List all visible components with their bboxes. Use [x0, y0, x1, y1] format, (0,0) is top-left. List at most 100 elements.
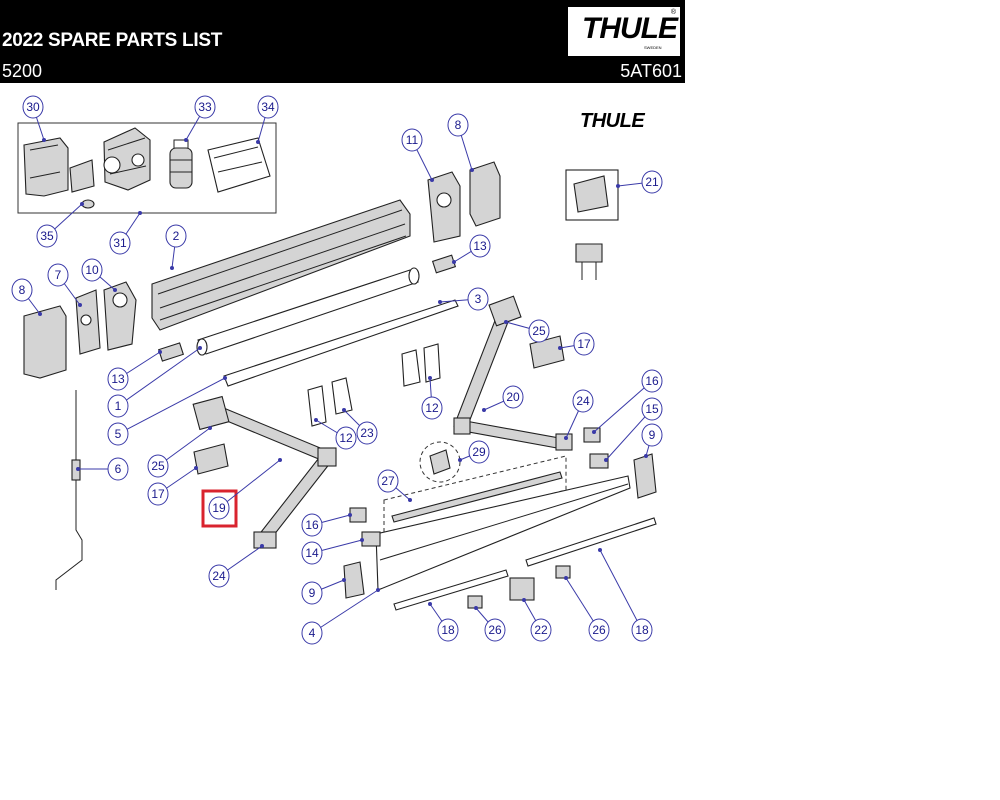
callout-leader-dot — [604, 458, 608, 462]
part-number-label-15: 15 — [645, 402, 659, 416]
callout-bubble — [447, 113, 469, 137]
callout-leader-dot — [342, 408, 346, 412]
part-8-left-endcap — [23, 305, 67, 379]
part-number-label-6: 6 — [115, 462, 122, 476]
callout-bubble — [147, 454, 169, 478]
callout-part-2-1: 2 — [165, 224, 187, 270]
part-number-label-4: 4 — [309, 626, 316, 640]
callout-leader-dot — [80, 202, 84, 206]
part-17-right-cover — [529, 335, 565, 369]
callout-bubble — [467, 287, 489, 311]
callout-bubble — [47, 263, 69, 287]
callout-bubble — [301, 513, 323, 537]
callout-bubble — [11, 278, 33, 302]
part-18-tension-bar-right — [525, 517, 657, 567]
part-35-bracket — [69, 159, 95, 209]
callout-leader-dot — [458, 458, 462, 462]
part-number-label-30: 30 — [26, 100, 40, 114]
callout-part-16-1: 16 — [592, 369, 663, 434]
part-number-label-26: 26 — [488, 623, 502, 637]
callout-part-34-1: 34 — [256, 95, 279, 144]
kit-group-box — [17, 122, 277, 214]
callout-leader-dot — [76, 467, 80, 471]
diagram-brand-logo: THULE — [578, 110, 648, 140]
callout-leader-dot — [430, 178, 434, 182]
highlight-box-part-19 — [201, 489, 238, 528]
part-number-label-29: 29 — [472, 445, 486, 459]
callout-leader-dot — [644, 454, 648, 458]
callout-leader-dot — [470, 168, 474, 172]
callout-part-23-1: 23 — [342, 408, 378, 445]
callout-leader-dot — [438, 300, 442, 304]
part-2-cassette — [151, 199, 411, 331]
part-9-left-cap — [343, 561, 365, 599]
callout-leader-dot — [564, 576, 568, 580]
lower-bar-group-box — [383, 455, 567, 537]
document-title: 2022 SPARE PARTS LIST — [2, 30, 223, 51]
part-number-label-19: 19 — [212, 501, 226, 515]
brand-logo-subtext: SWEDEN — [644, 45, 662, 50]
callout-leader-dot — [482, 408, 486, 412]
part-10-mechanism — [103, 281, 137, 351]
callout-leader-dot — [113, 288, 117, 292]
callout-part-3-1: 3 — [438, 287, 489, 311]
callout-leader-line — [605, 408, 653, 461]
callout-part-35-1: 35 — [36, 202, 84, 248]
callout-leader-line — [117, 347, 201, 407]
part-number-label-20: 20 — [506, 390, 520, 404]
callout-leader-dot — [223, 376, 227, 380]
part-number-label-13: 13 — [111, 372, 125, 386]
callout-leader-dot — [208, 426, 212, 430]
callout-leader-dot — [474, 606, 478, 610]
callout-part-22-1: 22 — [522, 598, 552, 642]
part-number-label-2: 2 — [173, 229, 180, 243]
callout-bubble — [573, 332, 595, 356]
callout-leader-dot — [522, 598, 526, 602]
part-number-label-18: 18 — [635, 623, 649, 637]
brand-logo: THULE SWEDEN ® — [568, 7, 680, 56]
callout-part-26-2: 26 — [564, 576, 610, 642]
callout-leader-dot — [376, 588, 380, 592]
callout-part-24-2: 24 — [208, 544, 264, 588]
callout-leader-dot — [342, 578, 346, 582]
part-number-label-23: 23 — [360, 426, 374, 440]
callout-bubble — [301, 621, 323, 645]
callout-bubble — [468, 440, 490, 464]
part-23-left-clip — [331, 377, 353, 415]
callout-leader-dot — [42, 138, 46, 142]
callout-part-17-2: 17 — [147, 466, 198, 506]
callout-part-1-1: 1 — [107, 346, 202, 418]
part-number-label-21: 21 — [645, 175, 659, 189]
callout-leader-dot — [260, 544, 264, 548]
callout-part-10-1: 10 — [81, 258, 117, 292]
callout-leader-dot — [314, 418, 318, 422]
callout-leader-dot — [558, 346, 562, 350]
callout-leader-dot — [38, 312, 42, 316]
callout-part-12-1: 12 — [421, 376, 443, 420]
callout-leader-line — [117, 377, 226, 435]
callout-leader-line — [593, 380, 653, 433]
part-34-battery — [207, 137, 271, 193]
callout-leader-dot — [170, 266, 174, 270]
part-15-right-clip — [589, 453, 609, 469]
callout-bubble — [165, 224, 187, 248]
brand-logo-registered-mark: ® — [670, 9, 676, 16]
part-26-clip-a — [467, 595, 483, 609]
callout-bubble — [107, 367, 129, 391]
callout-bubble — [469, 234, 491, 258]
part-number-label-34: 34 — [261, 100, 275, 114]
part-13-right-plug — [431, 254, 457, 274]
callout-leader-dot — [598, 548, 602, 552]
model-number: 5200 — [2, 61, 43, 81]
callout-bubble — [107, 422, 129, 446]
part-number-label-31: 31 — [113, 236, 127, 250]
callout-part-26-1: 26 — [474, 606, 506, 642]
callout-bubble — [301, 581, 323, 605]
callout-bubble — [22, 95, 44, 119]
callout-bubble — [107, 394, 129, 418]
callout-bubble — [484, 618, 506, 642]
part-20-right-arm — [453, 295, 573, 451]
part-12-left-clip — [307, 385, 327, 427]
callout-leader-line — [218, 459, 281, 509]
